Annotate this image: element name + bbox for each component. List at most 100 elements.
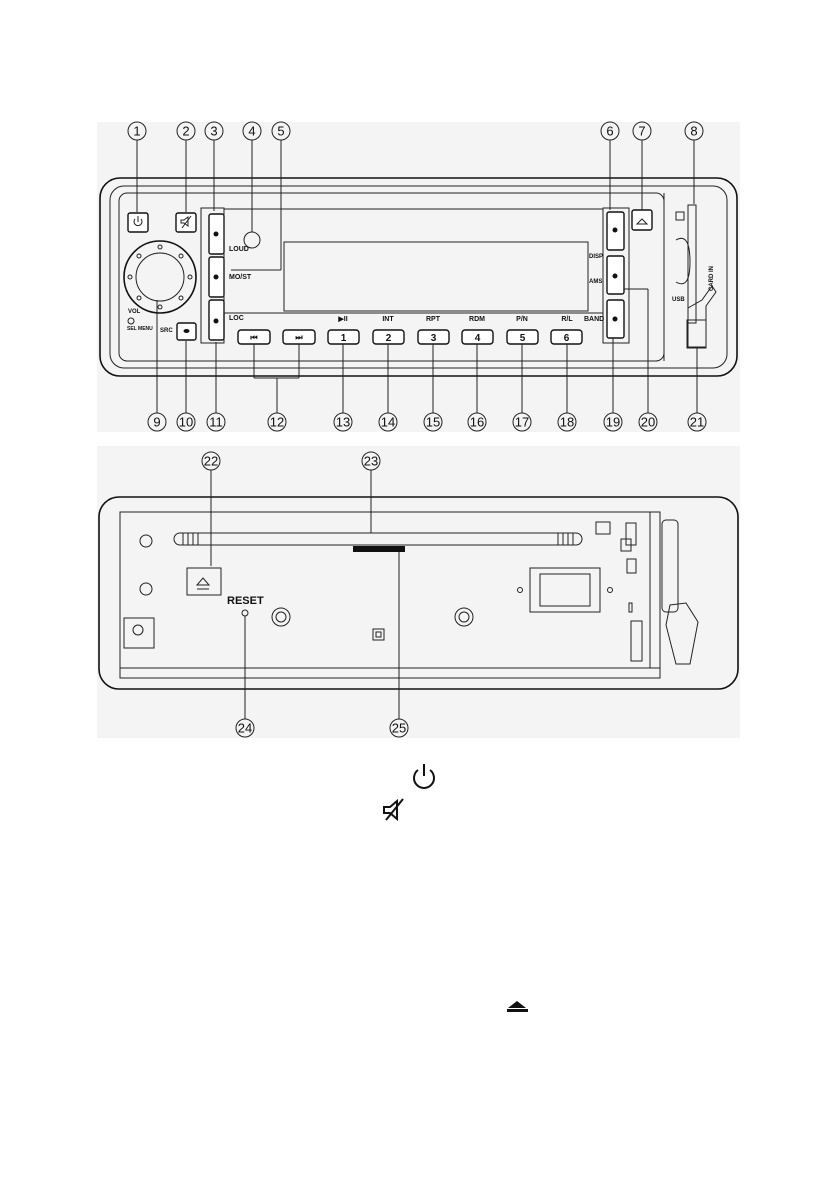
band-label: BAND xyxy=(584,316,604,323)
callout-21: 21 xyxy=(690,415,704,430)
loc-button-dot xyxy=(213,318,219,324)
preset-label-2: 2 xyxy=(386,333,392,344)
chassis-square-port xyxy=(372,628,385,641)
callout-12: 12 xyxy=(270,415,284,430)
chassis-square-port-inner xyxy=(375,631,382,638)
callout-13: 13 xyxy=(336,415,350,430)
lcd-display xyxy=(283,241,589,312)
rear-outer-body xyxy=(98,496,739,690)
card-in-label: CARD IN xyxy=(709,266,715,291)
bracket-clip xyxy=(620,538,632,552)
ams-button-dot xyxy=(612,273,618,279)
power-icon xyxy=(133,216,143,227)
sd-card-slot[interactable] xyxy=(687,204,697,324)
rear-chassis xyxy=(119,511,661,679)
side-clip xyxy=(123,617,155,649)
callout-10: 10 xyxy=(179,415,193,430)
bracket-tab xyxy=(595,521,611,535)
callout-19: 19 xyxy=(606,415,620,430)
preset-label-3: 3 xyxy=(431,333,437,344)
rear-panel: RESET xyxy=(98,451,739,738)
mount-hole xyxy=(454,607,474,627)
callout-6: 6 xyxy=(606,124,613,139)
volume-knob-inner xyxy=(135,252,185,302)
callout-11: 11 xyxy=(209,415,223,430)
front-leader-lines xyxy=(136,140,698,413)
bracket-slot xyxy=(628,602,633,613)
callout-18: 18 xyxy=(560,415,574,430)
right-button-column xyxy=(602,207,630,344)
callout-22: 22 xyxy=(204,454,218,469)
pn-label: P/N xyxy=(516,316,528,323)
rear-callouts: 22 23 24 25 xyxy=(201,451,409,738)
eject-icon xyxy=(195,577,211,590)
bracket-latch xyxy=(630,620,643,662)
mount-hole-inner xyxy=(275,611,287,623)
callout-25: 25 xyxy=(392,721,406,736)
rear-panel-background xyxy=(97,446,740,738)
rear-usb-housing xyxy=(665,602,699,665)
int-label: INT xyxy=(382,316,394,323)
callout-2: 2 xyxy=(182,124,189,139)
disp-label: DISP xyxy=(589,254,603,260)
mo-st-button-dot xyxy=(213,274,219,280)
connector-pin xyxy=(607,587,613,593)
ams-label: AMS xyxy=(589,279,602,285)
callout-1: 1 xyxy=(133,124,140,139)
src-label: SRC xyxy=(160,328,173,334)
play-pause-label: ▶II xyxy=(337,316,347,323)
band-button-dot xyxy=(612,316,618,322)
callout-23: 23 xyxy=(364,454,378,469)
power-button[interactable] xyxy=(127,212,149,233)
front-panel-background xyxy=(97,122,740,432)
screw-hole xyxy=(139,534,153,548)
callout-9: 9 xyxy=(153,415,160,430)
eject-button[interactable] xyxy=(186,567,222,596)
mute-icon xyxy=(383,798,404,822)
side-clip-ring xyxy=(132,624,144,636)
sel-menu-label: SEL MENU xyxy=(127,326,153,332)
callout-15: 15 xyxy=(426,415,440,430)
loud-button-dot xyxy=(213,231,219,237)
callout-20: 20 xyxy=(641,415,655,430)
mo-st-label: MO/ST xyxy=(229,274,252,281)
callout-5: 5 xyxy=(277,124,284,139)
disc-slot-door xyxy=(353,546,405,552)
loud-label: LOUD xyxy=(229,246,249,253)
volume-knob-dots xyxy=(127,244,193,310)
front-callouts: 1 2 3 4 5 6 7 8 9 10 11 12 13 14 15 16 1… xyxy=(127,121,707,432)
power-icon xyxy=(413,764,435,789)
front-panel: VOL SEL MENU SRC LOUD MO/ST LOC DISP AMS xyxy=(99,121,738,432)
preset-label-1: 1 xyxy=(341,333,347,344)
front-outer-body xyxy=(99,177,738,377)
connector-block xyxy=(529,567,601,613)
sd-card-slot-mark xyxy=(675,211,685,221)
seek-back-icon: ⏮ xyxy=(250,333,257,342)
volume-knob-outer[interactable] xyxy=(123,240,197,314)
callout-3: 3 xyxy=(210,124,217,139)
callout-14: 14 xyxy=(381,415,395,430)
front-inner-body xyxy=(109,185,728,369)
vol-marker-icon xyxy=(127,317,135,325)
connector-block-inner xyxy=(539,573,591,607)
rear-leader-lines xyxy=(210,470,400,719)
mount-hole-inner xyxy=(458,611,470,623)
src-button-dot xyxy=(183,329,190,333)
disc-slot[interactable] xyxy=(173,532,583,546)
usb-label: USB xyxy=(672,297,685,303)
callout-8: 8 xyxy=(690,124,697,139)
screw-hole xyxy=(139,582,153,596)
vol-label: VOL xyxy=(128,309,141,315)
preset-label-6: 6 xyxy=(564,333,570,344)
seek-forward-icon: ⏭ xyxy=(295,333,303,342)
connector-pin xyxy=(517,587,523,593)
eject-icon xyxy=(507,1001,528,1012)
disc-slot-ribs xyxy=(182,533,574,545)
release-icon xyxy=(635,218,649,225)
release-button[interactable] xyxy=(631,209,653,231)
rl-label: R/L xyxy=(561,316,573,323)
card-slot-curve xyxy=(675,237,691,285)
loc-label: LOC xyxy=(229,315,244,322)
disp-button-dot xyxy=(612,227,618,233)
